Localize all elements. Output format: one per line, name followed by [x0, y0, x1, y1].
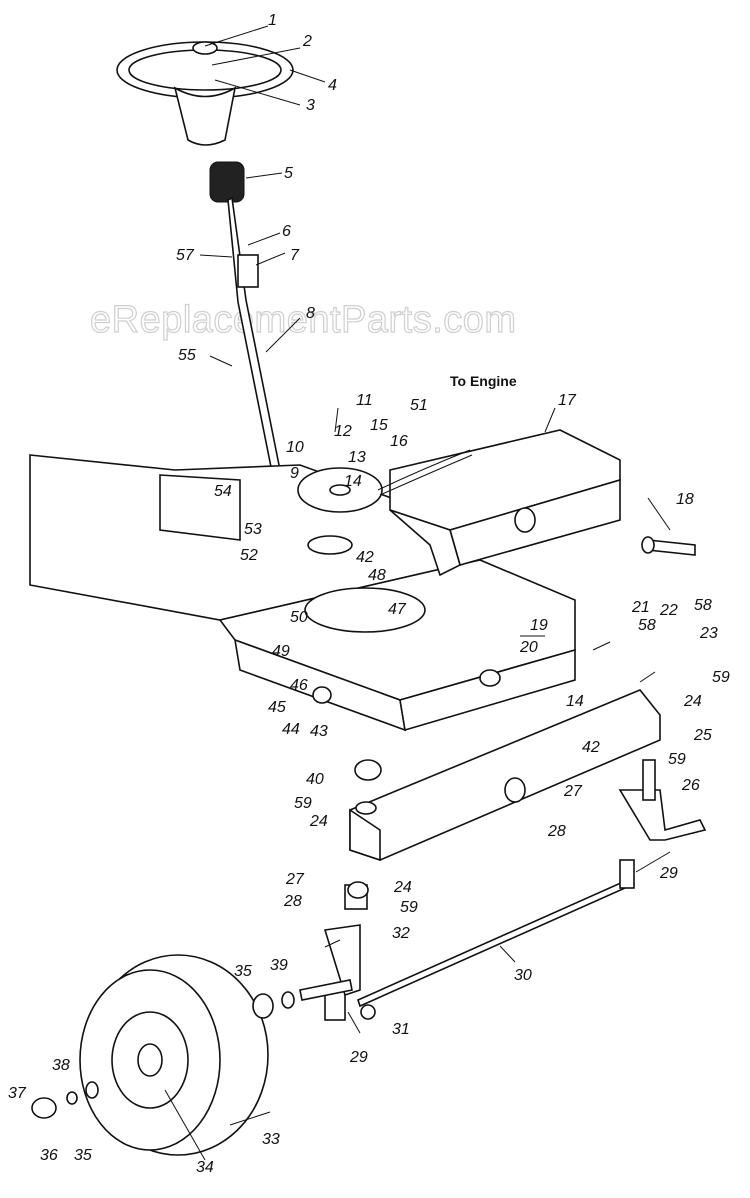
callout-label: 2 — [302, 33, 312, 50]
callout-label: 27 — [563, 783, 583, 800]
to-engine-label: To Engine — [450, 373, 517, 389]
callout-label: 43 — [310, 723, 328, 740]
callout-label: 29 — [659, 865, 678, 882]
callout-label: 7 — [290, 247, 300, 264]
callout-label: 27 — [285, 871, 305, 888]
callout-label: 59 — [712, 669, 730, 686]
callout-label: 25 — [693, 727, 712, 744]
callout-label: 20 — [519, 639, 538, 656]
callout-label: 44 — [282, 721, 300, 738]
callout-label: 17 — [558, 392, 577, 409]
callout-label: 34 — [196, 1159, 214, 1176]
callout-label: 13 — [348, 449, 366, 466]
callout-label: 6 — [282, 223, 291, 240]
callout-label: 54 — [214, 483, 232, 500]
callout-label: 24 — [393, 879, 412, 896]
callout-label: 59 — [668, 751, 686, 768]
callout-label: 1 — [268, 12, 277, 29]
callout-label: 36 — [40, 1147, 58, 1164]
callout-label: 28 — [283, 893, 302, 910]
callout-label: 24 — [309, 813, 328, 830]
callout-label: 28 — [547, 823, 566, 840]
callout-label: 39 — [270, 957, 288, 974]
tie-rod — [324, 859, 635, 1021]
steering-wheel-assembly — [116, 41, 303, 531]
callout-label: 3 — [306, 97, 315, 114]
callout-label: 29 — [349, 1049, 368, 1066]
callout-label: 30 — [514, 967, 532, 984]
callout-label: 26 — [681, 777, 700, 794]
callout-label: 47 — [388, 601, 407, 618]
frame-bracket — [389, 429, 621, 577]
watermark-text: eReplacementParts.com — [90, 299, 517, 341]
callout-label: 23 — [699, 625, 718, 642]
callout-label: 14 — [566, 693, 584, 710]
callout-label: 16 — [390, 433, 408, 450]
callout-label: 21 — [631, 599, 650, 616]
callout-label: 59 — [400, 899, 418, 916]
callout-label: 52 — [240, 547, 258, 564]
callout-label: 38 — [52, 1057, 70, 1074]
callout-label: 37 — [8, 1085, 27, 1102]
callout-label: 4 — [328, 77, 337, 94]
callout-label: 55 — [178, 347, 196, 364]
right-spindle — [618, 759, 707, 841]
callout-label: 11 — [356, 392, 373, 409]
callout-label: 40 — [306, 771, 324, 788]
steering-plate — [297, 467, 383, 513]
callout-label: 58 — [638, 617, 656, 634]
callout-label: 50 — [290, 609, 308, 626]
callout-label: 45 — [268, 699, 286, 716]
callout-label: 18 — [676, 491, 694, 508]
callout-label: 15 — [370, 417, 388, 434]
callout-label: 5 — [284, 165, 293, 182]
callout-label: 58 — [694, 597, 712, 614]
callout-label: 51 — [410, 397, 428, 414]
callout-label: 42 — [356, 549, 374, 566]
callout-label: 57 — [176, 247, 195, 264]
callout-label: 59 — [294, 795, 312, 812]
callout-label: 12 — [334, 423, 352, 440]
callout-label: 22 — [659, 602, 678, 619]
callout-label: 24 — [683, 693, 702, 710]
callout-labels: 1 2 3 4 5 6 7 57 8 55 11 12 15 51 16 17 … — [8, 12, 730, 1176]
callout-label: 31 — [392, 1021, 410, 1038]
callout-label: 48 — [368, 567, 386, 584]
callout-label: 32 — [392, 925, 410, 942]
callout-label: 35 — [74, 1147, 92, 1164]
callout-label: 19 — [530, 617, 548, 634]
callout-label: 49 — [272, 643, 290, 660]
callout-label: 35 — [234, 963, 252, 980]
callout-label: 9 — [290, 465, 299, 482]
engine-cable — [377, 449, 471, 491]
hub-parts — [31, 991, 376, 1119]
callout-label: 46 — [290, 677, 308, 694]
callout-label: 10 — [286, 439, 304, 456]
callout-label: 8 — [306, 305, 315, 322]
leader-lines — [164, 25, 671, 1161]
bushings — [312, 686, 382, 899]
front-wheel — [79, 954, 269, 1156]
callout-label: 14 — [344, 473, 362, 490]
callout-label: 42 — [582, 739, 600, 756]
callout-label: 53 — [244, 521, 262, 538]
bolt-18 — [641, 536, 696, 556]
callout-label: 33 — [262, 1131, 280, 1148]
front-axle — [349, 689, 661, 862]
